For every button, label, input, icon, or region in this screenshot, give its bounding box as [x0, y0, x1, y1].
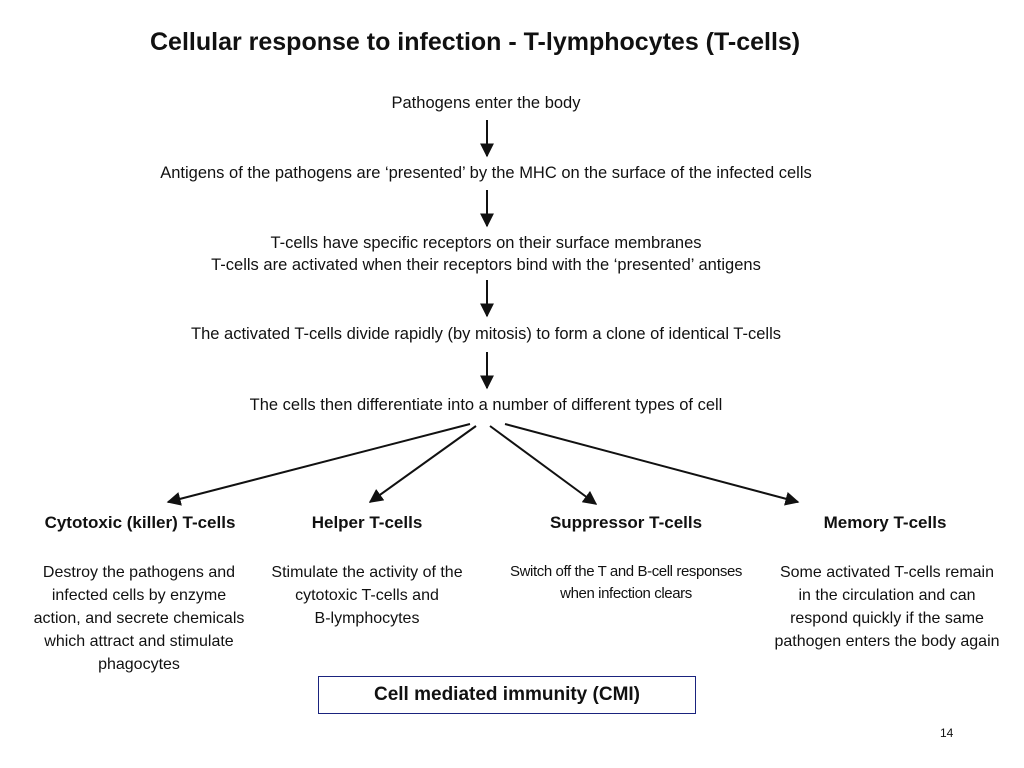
caption-box: Cell mediated immunity (CMI) [318, 676, 696, 714]
desc-line: Switch off the T and B-cell responses [509, 563, 742, 580]
desc-line: Stimulate the activity of the [271, 564, 463, 581]
arrow-branch-helper [368, 425, 477, 503]
step-antigens-presented: Antigens of the pathogens are ‘presented… [130, 162, 842, 184]
desc-line: in the circulation and can [798, 587, 976, 604]
step-line: The cells then differentiate into a numb… [249, 396, 723, 414]
arrow-branch-memory [504, 423, 800, 506]
desc-line: when infection clears [560, 585, 692, 602]
page-number: 14 [940, 726, 954, 740]
desc-line: phagocytes [98, 656, 180, 673]
desc-line: Destroy the pathogens and [42, 564, 236, 581]
branch-title-cytotoxic: Cytotoxic (killer) T-cells [44, 513, 236, 532]
caption-text: Cell mediated immunity (CMI) [373, 684, 641, 705]
branch-title-helper: Helper T-cells [311, 513, 423, 532]
branch-desc-memory: Some activated T-cells remain in the cir… [758, 561, 1016, 653]
step-line: T-cells have specific receptors on their… [270, 234, 702, 252]
desc-line: Some activated T-cells remain [779, 564, 994, 581]
arrow-branch-cytotoxic [166, 423, 471, 506]
desc-line: B-lymphocytes [314, 610, 420, 627]
arrow-branch-suppressor [489, 425, 598, 505]
step-tcell-receptors: T-cells have specific receptors on their… [130, 232, 842, 276]
step-line: The activated T-cells divide rapidly (by… [191, 325, 781, 343]
branch-desc-cytotoxic: Destroy the pathogens and infected cells… [8, 561, 270, 676]
desc-line: pathogen enters the body again [774, 633, 1000, 650]
diagram-title: Cellular response to infection - T-lymph… [150, 28, 801, 56]
desc-line: infected cells by enzyme [51, 587, 227, 604]
step-differentiate: The cells then differentiate into a numb… [130, 394, 842, 416]
desc-line: action, and secrete chemicals [33, 610, 245, 627]
step-pathogens-enter: Pathogens enter the body [130, 92, 842, 114]
branch-desc-helper: Stimulate the activity of the cytotoxic … [256, 561, 478, 630]
desc-line: cytotoxic T-cells and [295, 587, 439, 604]
step-clone-division: The activated T-cells divide rapidly (by… [130, 323, 842, 345]
branch-title-suppressor: Suppressor T-cells [549, 513, 703, 532]
step-line: Antigens of the pathogens are ‘presented… [160, 164, 812, 182]
step-line: Pathogens enter the body [391, 94, 581, 112]
desc-line: which attract and stimulate [44, 633, 234, 650]
branch-desc-suppressor: Switch off the T and B-cell responses wh… [494, 561, 758, 605]
step-line: T-cells are activated when their recepto… [211, 256, 761, 274]
desc-line: respond quickly if the same [790, 610, 984, 627]
branch-title-memory: Memory T-cells [823, 513, 947, 532]
